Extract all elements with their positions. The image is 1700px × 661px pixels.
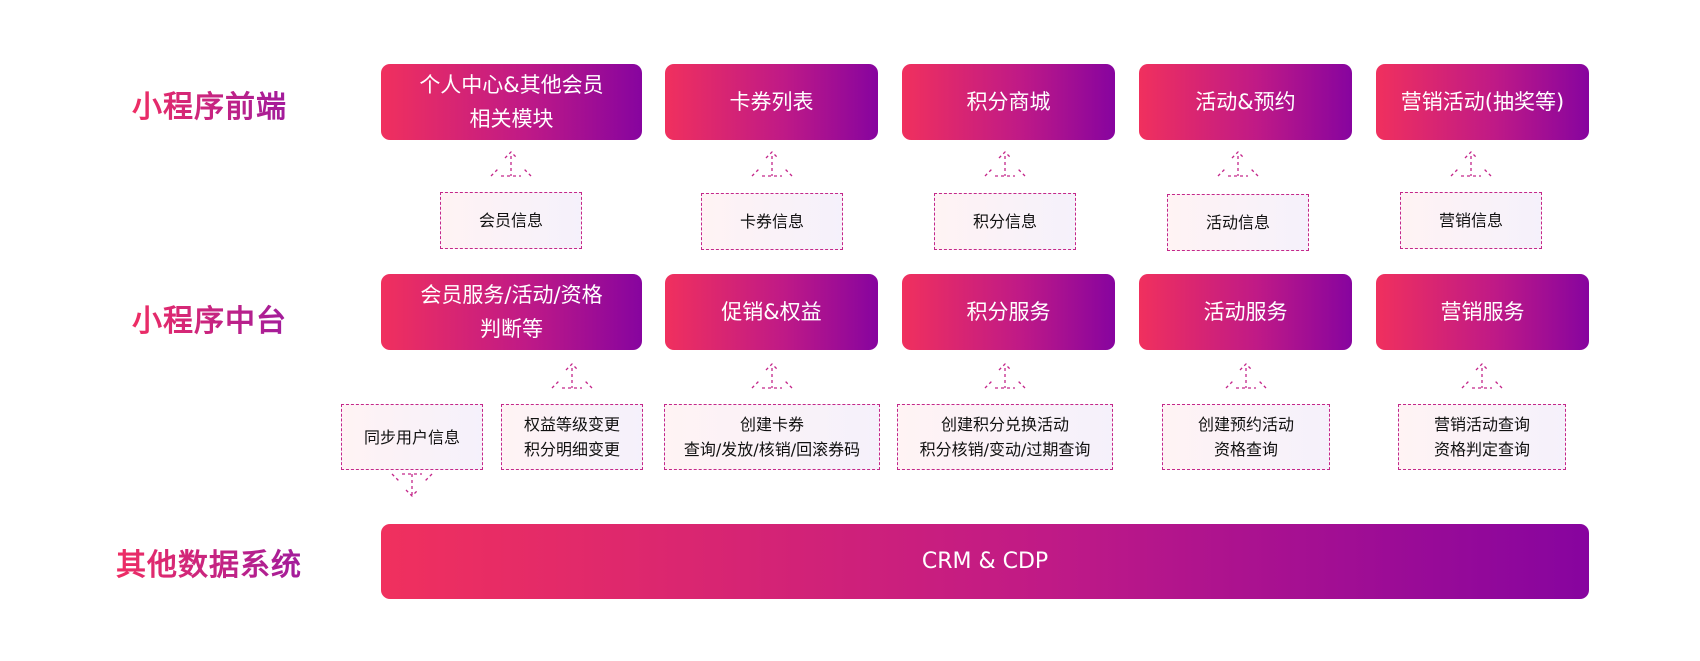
middle-box-member-service: 会员服务/活动/资格 判断等 [381,274,642,350]
info-card-points-ops: 创建积分兑换活动 积分核销/变动/过期查询 [897,404,1113,470]
info-card-marketing-ops: 营销活动查询 资格判定查询 [1398,404,1566,470]
arrow-up-icon [751,363,793,389]
card-label: 创建积分兑换活动 积分核销/变动/过期查询 [919,415,1091,459]
frontend-box-member: 个人中心&其他会员 相关模块 [381,64,642,140]
middle-box-activity-service: 活动服务 [1139,274,1352,350]
row-label-data: 其他数据系统 [116,540,302,584]
box-label: 个人中心&其他会员 相关模块 [419,73,604,131]
middle-box-points-service: 积分服务 [902,274,1115,350]
arrow-up-icon [751,151,793,177]
box-label: 积分商城 [966,90,1051,114]
info-card-coupons: 卡券信息 [701,193,843,250]
card-label: 同步用户信息 [363,427,460,447]
info-card-marketing: 营销信息 [1400,192,1542,249]
card-label: 创建卡券 查询/发放/核销/回滚券码 [683,415,861,459]
middle-box-marketing-service: 营销服务 [1376,274,1589,350]
middle-box-promotion: 促销&权益 [665,274,878,350]
box-label: 营销活动(抽奖等) [1400,90,1565,114]
card-label: 营销活动查询 资格判定查询 [1433,415,1530,459]
frontend-box-marketing: 营销活动(抽奖等) [1376,64,1589,140]
box-label: 促销&权益 [721,300,822,324]
info-card-points: 积分信息 [934,193,1076,250]
card-label: 活动信息 [1205,213,1270,232]
arrow-up-icon [1217,151,1259,177]
info-card-member: 会员信息 [440,192,582,249]
box-label: CRM & CDP [921,548,1049,574]
frontend-box-activity: 活动&预约 [1139,64,1352,140]
arrow-up-icon [1225,363,1267,389]
data-box-crm-cdp: CRM & CDP [381,524,1589,599]
info-card-activity: 活动信息 [1167,194,1309,251]
box-label: 活动服务 [1203,300,1288,324]
box-label: 活动&预约 [1195,90,1296,114]
box-label: 营销服务 [1440,300,1525,324]
box-label: 积分服务 [966,300,1051,324]
info-card-sync-user: 同步用户信息 [341,404,483,470]
info-card-coupon-ops: 创建卡券 查询/发放/核销/回滚券码 [664,404,880,470]
frontend-box-coupons: 卡券列表 [665,64,878,140]
card-label: 会员信息 [478,211,543,230]
info-card-rights-change: 权益等级变更 积分明细变更 [501,404,643,470]
box-label: 卡券列表 [729,90,814,114]
card-label: 创建预约活动 资格查询 [1197,415,1294,459]
card-label: 卡券信息 [739,212,804,231]
arrow-up-icon [1461,363,1503,389]
info-card-reservation-ops: 创建预约活动 资格查询 [1162,404,1330,470]
arrow-up-icon [1450,151,1492,177]
card-label: 营销信息 [1438,211,1503,230]
arrow-down-icon [391,473,433,497]
box-label: 会员服务/活动/资格 判断等 [420,283,603,341]
arrow-up-icon [984,151,1026,177]
row-label-middle: 小程序中台 [132,296,287,340]
arrow-up-icon [551,363,593,389]
card-label: 积分信息 [972,212,1037,231]
card-label: 权益等级变更 积分明细变更 [523,415,620,459]
arrow-up-icon [984,363,1026,389]
row-label-frontend: 小程序前端 [132,82,287,126]
arrow-up-icon [490,151,532,177]
frontend-box-points-mall: 积分商城 [902,64,1115,140]
